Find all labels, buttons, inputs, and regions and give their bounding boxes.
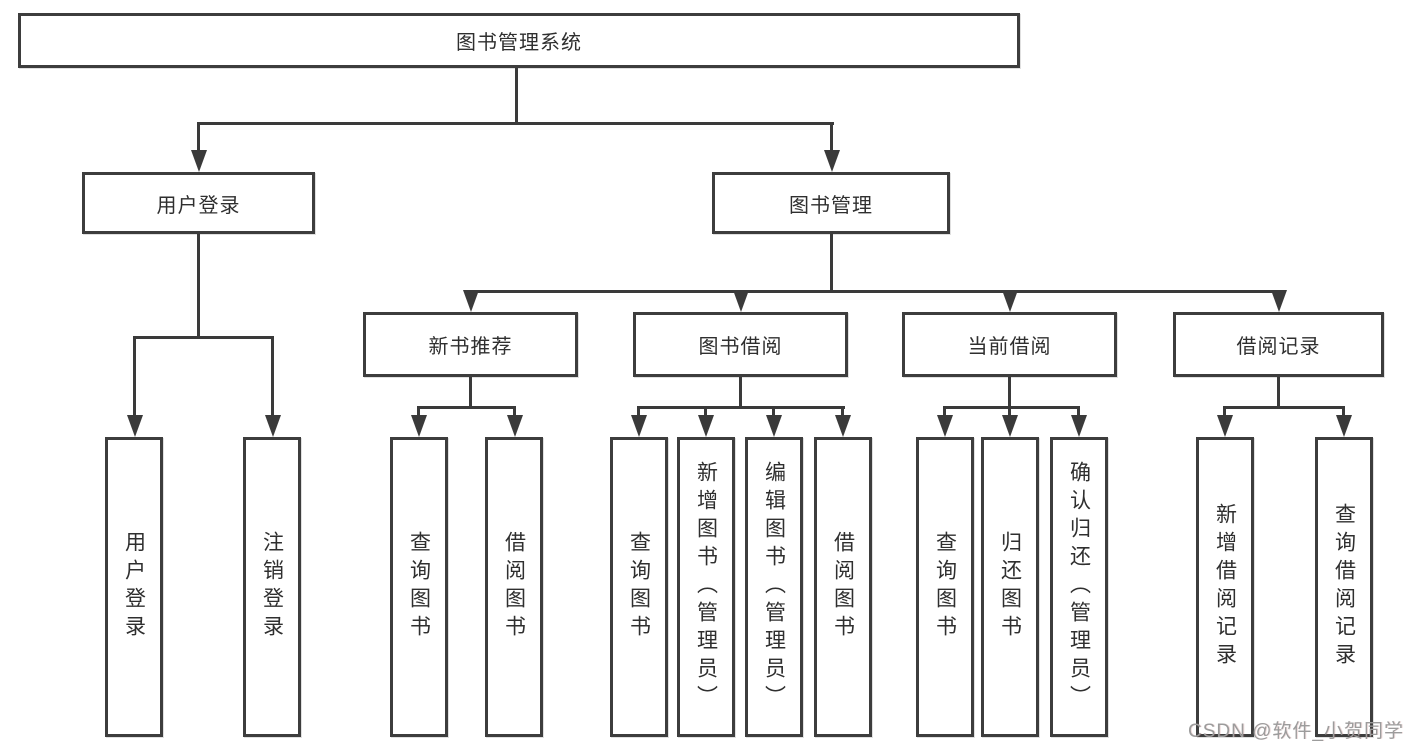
connector-arrow-to-book-mgmt — [823, 122, 840, 172]
connector-borrow-records-horizontal — [1223, 406, 1345, 409]
connector-user-login-horizontal — [133, 336, 274, 339]
node-root: 图书管理系统 — [18, 13, 1020, 68]
leaf-user-login-label: 用户登录 — [122, 531, 146, 643]
leaf-bb-add-books-admin-label: 新增图书（管理员） — [694, 461, 718, 713]
connector-arrow-cb-leaf-2 — [1001, 406, 1018, 437]
leaf-bb-edit-books-admin: 编辑图书（管理员） — [745, 437, 803, 737]
connector-arrow-bb-leaf-2 — [697, 406, 714, 437]
connector-arrow-nb-leaf-1 — [410, 406, 427, 437]
node-new-books: 新书推荐 — [363, 312, 578, 377]
connector-arrow-cb-leaf-1 — [936, 406, 953, 437]
leaf-cb-return-books: 归还图书 — [981, 437, 1039, 737]
connector-new-books-stem — [469, 377, 472, 406]
connector-arrow-br-leaf-2 — [1335, 406, 1352, 437]
leaf-nb-borrow-books-label: 借阅图书 — [502, 531, 526, 643]
connector-new-books-horizontal — [417, 406, 516, 409]
connector-arrow-to-leaf-login — [126, 336, 143, 437]
node-book-mgmt: 图书管理 — [712, 172, 950, 234]
leaf-bb-query-books-label: 查询图书 — [627, 531, 651, 643]
leaf-logout-label: 注销登录 — [260, 531, 284, 643]
leaf-br-add-record-label: 新增借阅记录 — [1213, 503, 1237, 671]
connector-arrow-br-leaf-1 — [1216, 406, 1233, 437]
connector-book-borrow-horizontal — [637, 406, 845, 409]
leaf-bb-query-books: 查询图书 — [610, 437, 668, 737]
connector-current-borrow-horizontal — [943, 406, 1080, 409]
node-user-login: 用户登录 — [82, 172, 315, 234]
node-book-borrow-label: 图书借阅 — [698, 336, 783, 358]
node-new-books-label: 新书推荐 — [428, 336, 513, 358]
connector-book-borrow-stem — [739, 377, 742, 406]
node-book-borrow: 图书借阅 — [633, 312, 848, 377]
connector-arrow-cb-leaf-3 — [1070, 406, 1087, 437]
connector-book-mgmt-stem — [830, 234, 833, 290]
node-borrow-records: 借阅记录 — [1173, 312, 1384, 377]
watermark: CSDN @软件_小贺同学 — [1188, 721, 1404, 742]
leaf-cb-query-books: 查询图书 — [916, 437, 974, 737]
node-current-borrow-label: 当前借阅 — [967, 336, 1052, 358]
node-borrow-records-label: 借阅记录 — [1236, 336, 1321, 358]
connector-root-horizontal — [197, 122, 834, 125]
leaf-cb-confirm-return-admin: 确认归还（管理员） — [1050, 437, 1108, 737]
leaf-cb-query-books-label: 查询图书 — [933, 531, 957, 643]
leaf-bb-borrow-books-label: 借阅图书 — [831, 531, 855, 643]
leaf-br-query-record: 查询借阅记录 — [1315, 437, 1373, 737]
connector-arrow-nb-leaf-2 — [506, 406, 523, 437]
node-current-borrow: 当前借阅 — [902, 312, 1117, 377]
leaf-bb-edit-books-admin-label: 编辑图书（管理员） — [762, 461, 786, 713]
connector-arrow-to-leaf-logout — [264, 336, 281, 437]
connector-current-borrow-stem — [1008, 377, 1011, 406]
connector-book-mgmt-horizontal — [469, 290, 1281, 293]
connector-user-login-stem — [197, 234, 200, 336]
leaf-br-query-record-label: 查询借阅记录 — [1332, 503, 1356, 671]
connector-arrow-bb-leaf-4 — [834, 406, 851, 437]
leaf-user-login: 用户登录 — [105, 437, 163, 737]
connector-arrow-to-user-login — [190, 122, 207, 172]
node-user-login-label: 用户登录 — [156, 194, 241, 217]
leaf-bb-add-books-admin: 新增图书（管理员） — [677, 437, 735, 737]
node-book-mgmt-label: 图书管理 — [789, 194, 873, 217]
leaf-logout: 注销登录 — [243, 437, 301, 737]
leaf-nb-borrow-books: 借阅图书 — [485, 437, 543, 737]
leaf-nb-query-books: 查询图书 — [390, 437, 448, 737]
leaf-cb-confirm-return-admin-label: 确认归还（管理员） — [1067, 461, 1091, 713]
leaf-bb-borrow-books: 借阅图书 — [814, 437, 872, 737]
connector-root-stem — [515, 68, 518, 122]
leaf-cb-return-books-label: 归还图书 — [998, 531, 1022, 643]
node-root-label: 图书管理系统 — [456, 32, 582, 54]
connector-arrow-bb-leaf-3 — [765, 406, 782, 437]
connector-arrow-bb-leaf-1 — [630, 406, 647, 437]
leaf-nb-query-books-label: 查询图书 — [407, 531, 431, 643]
leaf-br-add-record: 新增借阅记录 — [1196, 437, 1254, 737]
connector-borrow-records-stem — [1277, 377, 1280, 406]
